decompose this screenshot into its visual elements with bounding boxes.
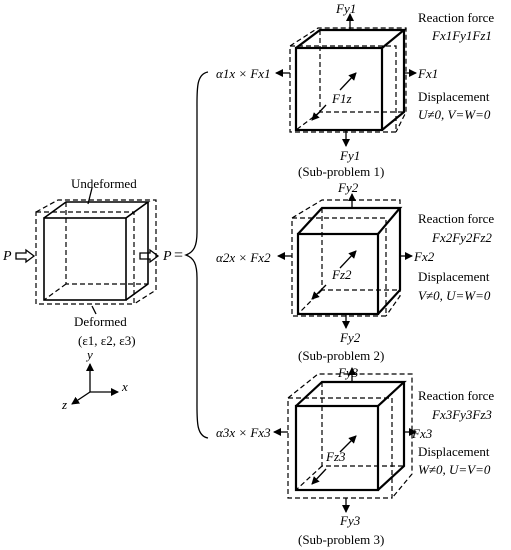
displacement-values-1: U≠0, V=W=0	[418, 107, 491, 122]
top-force-label-3: Fy3	[337, 365, 359, 380]
curly-brace	[184, 71, 209, 439]
top-force-label-2: Fy2	[337, 180, 359, 195]
axis-label-x: x	[121, 379, 128, 394]
load-arrow-right	[139, 248, 160, 264]
bottom-force-label-1: Fy1	[339, 148, 360, 163]
axis-label-z: z	[61, 397, 67, 412]
bottom-force-label-2: Fy2	[339, 330, 361, 345]
caption-2: (Sub-problem 2)	[298, 348, 384, 363]
reaction-title-3: Reaction force	[418, 388, 494, 403]
force-arrow-inner-1b	[311, 104, 327, 121]
load-label-left: P	[2, 249, 12, 264]
caption-3: (Sub-problem 3)	[298, 532, 384, 547]
inner-force-label-3: Fz3	[325, 449, 346, 464]
reaction-values-1: Fx1Fy1Fz1	[431, 28, 492, 43]
caption-1: (Sub-problem 1)	[298, 164, 384, 179]
load-arrow-left	[15, 248, 36, 264]
reaction-title-1: Reaction force	[418, 10, 494, 25]
left-term-1: α1x × Fx1	[216, 66, 271, 81]
force-arrow-inner-2b	[311, 284, 327, 300]
axis-label-y: y	[85, 347, 93, 362]
force-arrow-inner-1a	[339, 72, 357, 91]
right-force-label-2: Fx2	[413, 249, 435, 264]
subproblem-1: Fy1 Fy1 Fx1 F1z α1x × Fx1 Reaction force…	[216, 1, 494, 179]
subproblem-2: Fy2 Fy2 Fx2 Fz2 α2x × Fx2 Reaction force…	[216, 180, 494, 363]
left-term-2: α2x × Fx2	[216, 250, 271, 265]
top-force-label-1: Fy1	[335, 1, 356, 16]
inner-force-label-1: F1z	[331, 91, 352, 106]
load-label-right: P	[162, 249, 172, 264]
left-term-3: α3x × Fx3	[216, 425, 271, 440]
displacement-values-3: W≠0, U=V=0	[418, 462, 491, 477]
displacement-title-1: Displacement	[418, 89, 490, 104]
deformed-leader-line	[91, 305, 97, 315]
force-arrow-inner-3b	[311, 468, 327, 485]
cube-3	[287, 373, 413, 499]
cube-1	[289, 27, 408, 133]
displacement-title-2: Displacement	[418, 269, 490, 284]
deformed-label: Deformed	[74, 314, 127, 329]
reaction-values-3: Fx3Fy3Fz3	[431, 407, 492, 422]
original-cube	[35, 199, 157, 305]
inner-force-label-2: Fz2	[331, 267, 352, 282]
undeformed-label: Undeformed	[71, 176, 137, 191]
reaction-title-2: Reaction force	[418, 211, 494, 226]
strain-label: (ε1, ε2, ε3)	[78, 333, 136, 348]
displacement-values-2: V≠0, U=W=0	[418, 288, 491, 303]
displacement-title-3: Displacement	[418, 444, 490, 459]
reaction-values-2: Fx2Fy2Fz2	[431, 230, 492, 245]
cube-2	[291, 199, 403, 317]
force-arrow-inner-3a	[339, 435, 357, 453]
force-arrow-inner-2a	[339, 250, 357, 269]
right-force-label-1: Fx1	[417, 66, 438, 81]
subproblem-3: Fy3 Fy3 Fx3 Fz3 α3x × Fx3 Reaction force…	[216, 365, 494, 547]
equals-sign: =	[174, 247, 183, 264]
bottom-force-label-3: Fy3	[339, 513, 361, 528]
coordinate-axes	[71, 363, 119, 405]
right-force-label-3: Fx3	[411, 426, 433, 441]
undeformed-leader-line	[87, 187, 93, 205]
